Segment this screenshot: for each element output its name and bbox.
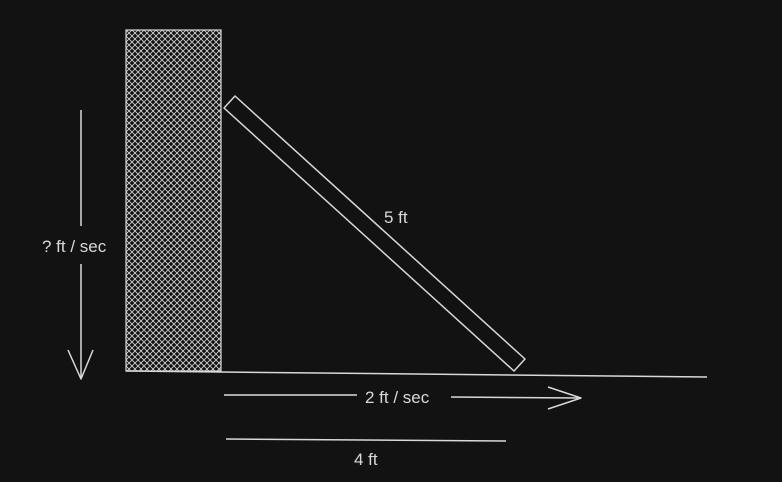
wall (125, 29, 222, 372)
vertical-rate-label: ? ft / sec (42, 237, 107, 256)
base-distance-label: 4 ft (354, 450, 378, 469)
horizontal-rate-label: 2 ft / sec (365, 388, 430, 407)
base-distance-line (225, 438, 507, 442)
vertical-rate-arrow (67, 110, 94, 380)
ladder (223, 95, 526, 372)
ground-line (125, 370, 708, 378)
horizontal-rate-arrow (224, 386, 582, 410)
ladder-length-label: 5 ft (384, 208, 408, 227)
